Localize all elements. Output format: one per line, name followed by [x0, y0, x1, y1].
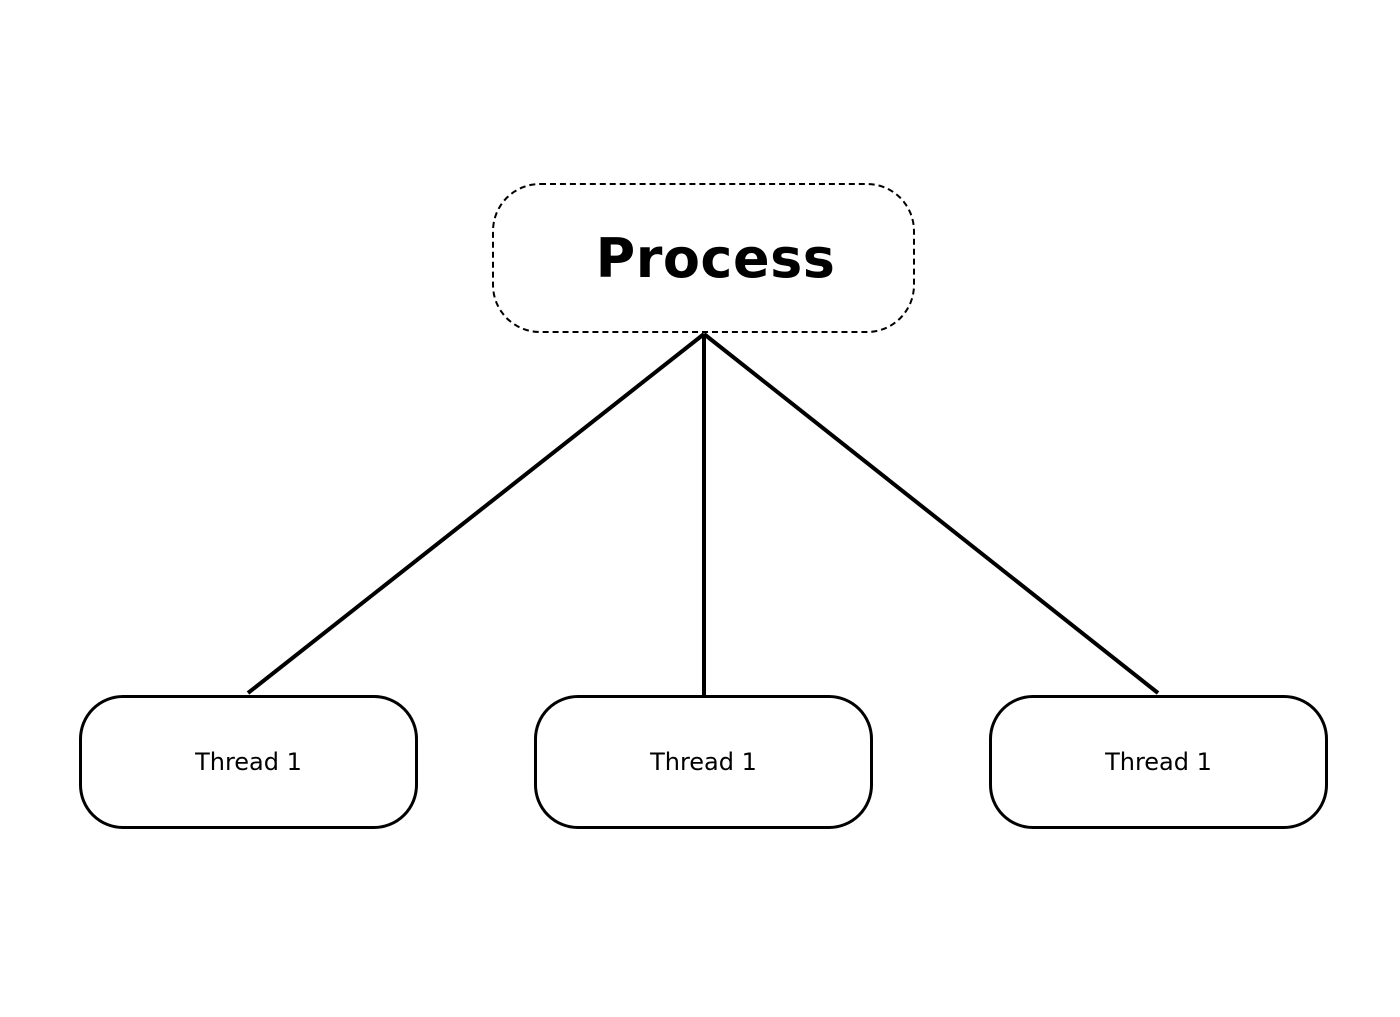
connector-process-thread-left — [246, 332, 706, 695]
process-label: Process — [595, 226, 836, 290]
thread-node-left: Thread 1 — [79, 695, 418, 829]
process-node: Process — [492, 183, 915, 333]
thread-label-right: Thread 1 — [1105, 748, 1212, 776]
connector-process-thread-right — [702, 332, 1160, 695]
thread-label-center: Thread 1 — [650, 748, 757, 776]
thread-node-center: Thread 1 — [534, 695, 873, 829]
thread-node-right: Thread 1 — [989, 695, 1328, 829]
thread-label-left: Thread 1 — [195, 748, 302, 776]
